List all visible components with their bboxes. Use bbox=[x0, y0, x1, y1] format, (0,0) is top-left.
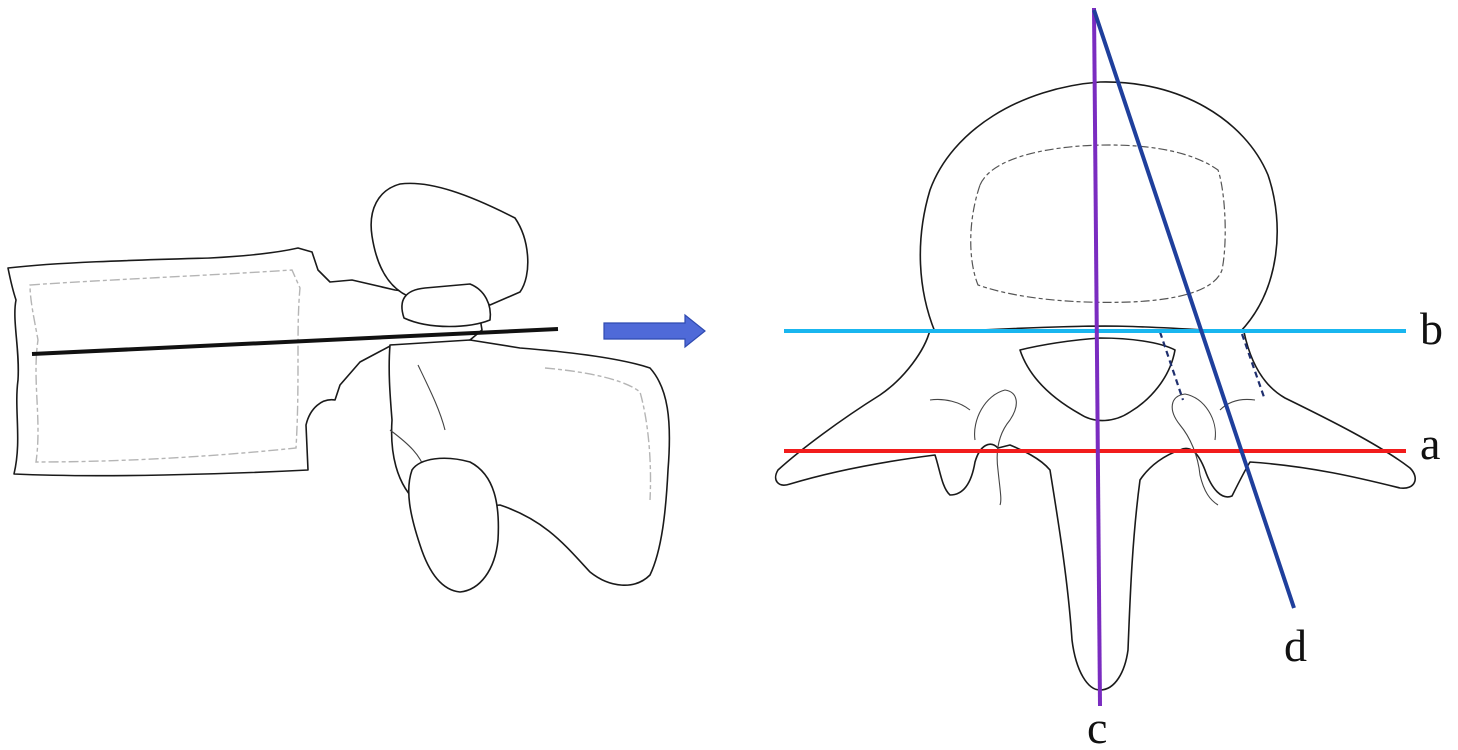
inferior-articular-process bbox=[409, 458, 499, 592]
label-a: a bbox=[1420, 418, 1440, 469]
lateral-vertebra-view bbox=[8, 183, 669, 592]
axial-vertebra-view bbox=[776, 8, 1416, 706]
label-c: c bbox=[1087, 702, 1107, 750]
pars-segment bbox=[402, 284, 490, 327]
label-b: b bbox=[1420, 303, 1443, 354]
right-arrow-icon bbox=[604, 315, 705, 347]
label-d: d bbox=[1284, 620, 1307, 671]
